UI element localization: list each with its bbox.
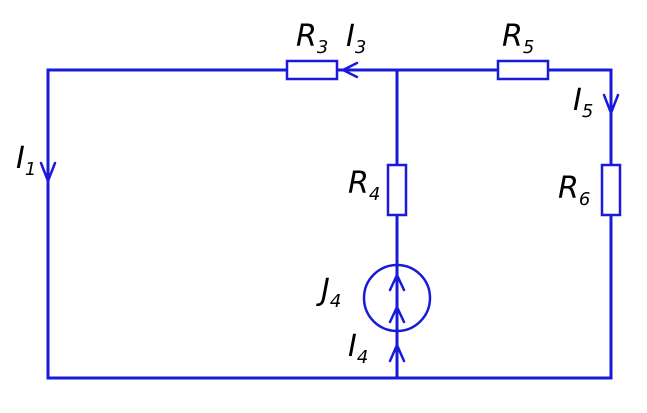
arrow-i1-icon <box>39 161 57 183</box>
label-r4: R4 <box>348 166 380 205</box>
label-r5: R5 <box>502 19 534 58</box>
arrow-i5-icon <box>602 93 620 115</box>
label-i1: I1 <box>16 141 36 180</box>
resistor-r3 <box>285 59 339 81</box>
current-source-j4 <box>362 263 432 333</box>
label-j4: J4 <box>316 273 341 312</box>
current-source-arrow-icon <box>388 273 406 292</box>
label-i3: I3 <box>346 19 366 58</box>
label-r3: R3 <box>296 19 328 58</box>
arrow-i3-icon <box>341 61 359 79</box>
label-r6: R6 <box>558 171 590 210</box>
circuit-wires <box>46 68 613 380</box>
label-i4: I4 <box>348 329 368 368</box>
arrow-i4-icon <box>388 343 406 363</box>
resistor-r6 <box>600 163 622 217</box>
label-i5: I5 <box>573 83 593 122</box>
arrow-j4-bottom-icon <box>388 305 406 324</box>
resistor-r5 <box>496 59 550 81</box>
resistor-r4 <box>386 163 408 217</box>
